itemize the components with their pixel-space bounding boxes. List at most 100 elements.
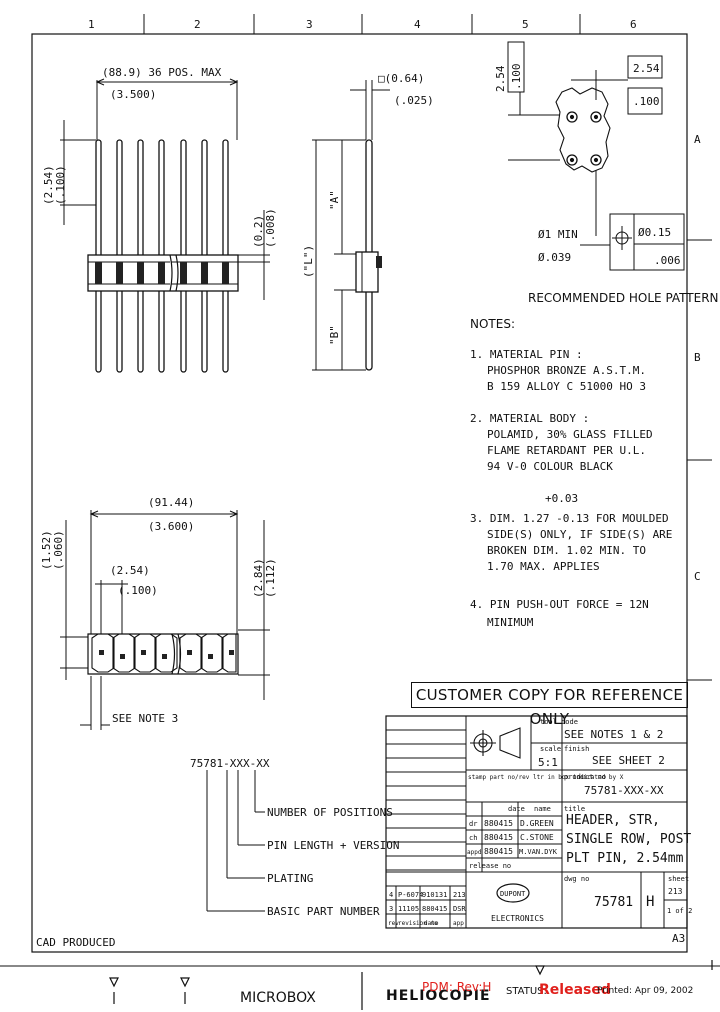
title-line-2: SINGLE ROW, POST — [566, 832, 691, 847]
customer-copy-banner: CUSTOMER COPY FOR REFERENCE ONLY — [411, 682, 688, 728]
svg-text:1. MATERIAL PIN :: 1. MATERIAL PIN : — [470, 348, 583, 361]
company-subname: ELECTRONICS — [491, 914, 544, 923]
hole-pattern-figure — [507, 41, 685, 271]
grid-col-2: 2 — [194, 18, 201, 31]
svg-text:11105: 11105 — [398, 905, 419, 913]
hole-pitch-v-mm: 2.54 — [494, 65, 507, 92]
svg-text:PHOSPHOR BRONZE A.S.T.M.: PHOSPHOR BRONZE A.S.T.M. — [487, 364, 646, 377]
scale-value: 5:1 — [538, 756, 558, 769]
side-dim-l: ("L") — [302, 245, 315, 278]
svg-text:880415: 880415 — [422, 905, 447, 913]
svg-text:SIDE(S) ONLY, IF SIDE(S) ARE: SIDE(S) ONLY, IF SIDE(S) ARE — [487, 528, 672, 541]
top-pitch-mm: (2.54) — [110, 564, 150, 577]
note-4: 4. PIN PUSH-OUT FORCE = 12N MINIMUM — [470, 598, 649, 629]
svg-text:3. DIM. 1.27 -0.13 FOR MOULDED: 3. DIM. 1.27 -0.13 FOR MOULDED — [470, 512, 669, 525]
side-pin-size-mm: □(0.64) — [378, 72, 424, 85]
hole-tol-in: .006 — [654, 254, 681, 267]
part-number-callout — [206, 770, 265, 912]
front-view — [60, 78, 270, 373]
grid-row-b: B — [694, 351, 701, 364]
dwg-no-value: 75781 — [594, 895, 633, 910]
signature-rows: dr 880415 D.GREEN ch 880415 C.STONE appd… — [467, 819, 558, 870]
sheet-size: A3 — [672, 932, 685, 945]
projection-symbol-icon — [470, 727, 521, 759]
front-pitch-mm: (2.54) — [42, 165, 55, 205]
svg-text:4. PIN PUSH-OUT FORCE = 12N: 4. PIN PUSH-OUT FORCE = 12N — [470, 598, 649, 611]
svg-text:dr: dr — [469, 820, 477, 828]
top-width-in: (.060) — [52, 530, 65, 570]
grid-col-6: 6 — [630, 18, 637, 31]
note-2: 2. MATERIAL BODY : POLAMID, 30% GLASS FI… — [470, 412, 653, 473]
top-view — [60, 510, 270, 730]
svg-text:sheet: sheet — [668, 875, 689, 883]
side-dim-a: "A" — [328, 190, 341, 210]
side-view — [312, 80, 390, 371]
footer-heliocopie: HELIOCOPIE — [386, 988, 491, 1004]
hole-min-in: Ø.039 — [538, 251, 571, 264]
part-field-positions: NUMBER OF POSITIONS — [267, 806, 393, 819]
footer-microbox: MICROBOX — [240, 990, 316, 1006]
svg-text:date: date — [508, 805, 525, 813]
part-field-basic: BASIC PART NUMBER — [267, 905, 380, 918]
svg-text:C.STONE: C.STONE — [520, 833, 554, 842]
footer-status-value: Released — [539, 982, 611, 998]
svg-text:D.GREEN: D.GREEN — [520, 819, 554, 828]
tool-code-value: SEE NOTES 1 & 2 — [564, 728, 663, 741]
hole-pitch-v-in: .100 — [510, 64, 523, 91]
side-pin-size-in: (.025) — [394, 94, 434, 107]
svg-text:ch: ch — [469, 834, 477, 842]
top-pitch-in: (.100) — [118, 584, 158, 597]
svg-text:tool code: tool code — [540, 718, 578, 726]
drawing-frame — [31, 33, 688, 953]
svg-text:product no: product no — [564, 773, 606, 781]
svg-text:4: 4 — [389, 891, 393, 899]
top-depth-mm: (2.84) — [252, 558, 265, 598]
svg-text:3: 3 — [389, 905, 393, 913]
svg-text:DSR: DSR — [453, 905, 466, 913]
note-3: +0.03 3. DIM. 1.27 -0.13 FOR MOULDED SID… — [470, 492, 672, 573]
svg-text:app: app — [453, 920, 464, 927]
svg-text:name: name — [534, 805, 551, 813]
svg-text:date: date — [424, 920, 439, 927]
hole-pitch-h-mm: 2.54 — [633, 62, 660, 75]
svg-text:finish: finish — [564, 745, 589, 753]
grid-row-a: A — [694, 133, 701, 146]
grid-col-3: 3 — [306, 18, 313, 31]
svg-text:MINIMUM: MINIMUM — [487, 616, 534, 629]
title-block-grid — [385, 715, 688, 929]
front-pitch-in: (.100) — [54, 165, 67, 205]
rev-letter: H — [646, 894, 654, 910]
svg-text:1.70 MAX. APPLIES: 1.70 MAX. APPLIES — [487, 560, 600, 573]
svg-text:880415: 880415 — [484, 847, 513, 856]
svg-text:94 V-0 COLOUR BLACK: 94 V-0 COLOUR BLACK — [487, 460, 613, 473]
svg-text:B 159 ALLOY C 51000 HO 3: B 159 ALLOY C 51000 HO 3 — [487, 380, 646, 393]
top-length-mm: (91.44) — [148, 496, 194, 509]
side-dim-b: "B" — [328, 325, 341, 345]
product-no-value: 75781-XXX-XX — [584, 784, 664, 797]
notes-heading: NOTES: — [470, 317, 515, 331]
front-overall-mm: (88.9) 36 POS. MAX — [102, 66, 222, 79]
title-line-3: PLT PIN, 2.54mm — [566, 851, 684, 866]
svg-text:880415: 880415 — [484, 833, 513, 842]
front-offset-mm: (0.2) — [252, 215, 265, 248]
grid-row-c: C — [694, 570, 701, 583]
svg-text:POLAMID, 30% GLASS FILLED: POLAMID, 30% GLASS FILLED — [487, 428, 653, 441]
sheet-of: 1 of 2 — [667, 907, 692, 915]
top-see-note: SEE NOTE 3 — [112, 712, 178, 725]
footer-status-label: STATUS: — [506, 986, 547, 997]
footer-pdm-rev: PDM: Rev:H — [422, 980, 492, 994]
svg-text:stamp part no/rev ltr in box i: stamp part no/rev ltr in box indicated b… — [468, 774, 624, 781]
svg-text:M.VAN.DYK: M.VAN.DYK — [519, 848, 558, 856]
rev-label-strip: tool code scale finish product no title … — [468, 718, 689, 883]
part-field-plating: PLATING — [267, 872, 313, 885]
finish-value: SEE SHEET 2 — [592, 754, 665, 767]
svg-text:2. MATERIAL BODY :: 2. MATERIAL BODY : — [470, 412, 589, 425]
svg-text:scale: scale — [540, 745, 561, 753]
cad-produced: CAD PRODUCED — [36, 936, 115, 949]
sheet-code: 213 — [668, 887, 683, 896]
front-offset-in: (.008) — [264, 208, 277, 248]
top-grid-ticks — [143, 14, 712, 681]
svg-text:910131: 910131 — [422, 891, 447, 899]
hole-tol-mm: Ø0.15 — [638, 226, 671, 239]
